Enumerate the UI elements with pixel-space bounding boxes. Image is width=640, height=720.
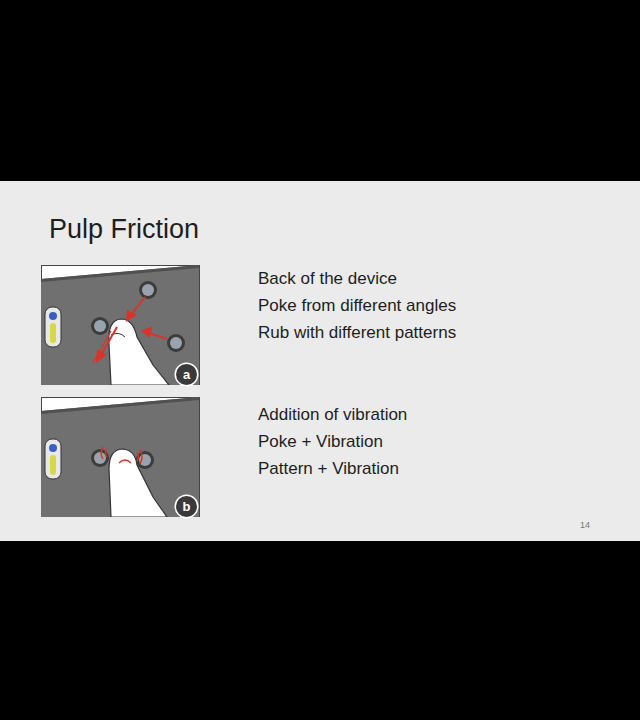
- bullet-text: Rub with different patterns: [258, 323, 456, 343]
- badge-letter: a: [183, 367, 190, 382]
- bullet-text: Poke + Vibration: [258, 432, 383, 452]
- panel-badge: b: [176, 496, 197, 517]
- bullet-text: Pattern + Vibration: [258, 459, 399, 479]
- bullet-text: Back of the device: [258, 269, 397, 289]
- bullet-text: Poke from different angles: [258, 296, 456, 316]
- illustration-a: [41, 265, 200, 385]
- page-number: 14: [580, 520, 590, 530]
- slide-title: Pulp Friction: [49, 214, 199, 245]
- illustration-b: [41, 397, 200, 517]
- panel-badge: a: [176, 364, 197, 385]
- bullet-text: Addition of vibration: [258, 405, 407, 425]
- badge-letter: b: [183, 499, 191, 514]
